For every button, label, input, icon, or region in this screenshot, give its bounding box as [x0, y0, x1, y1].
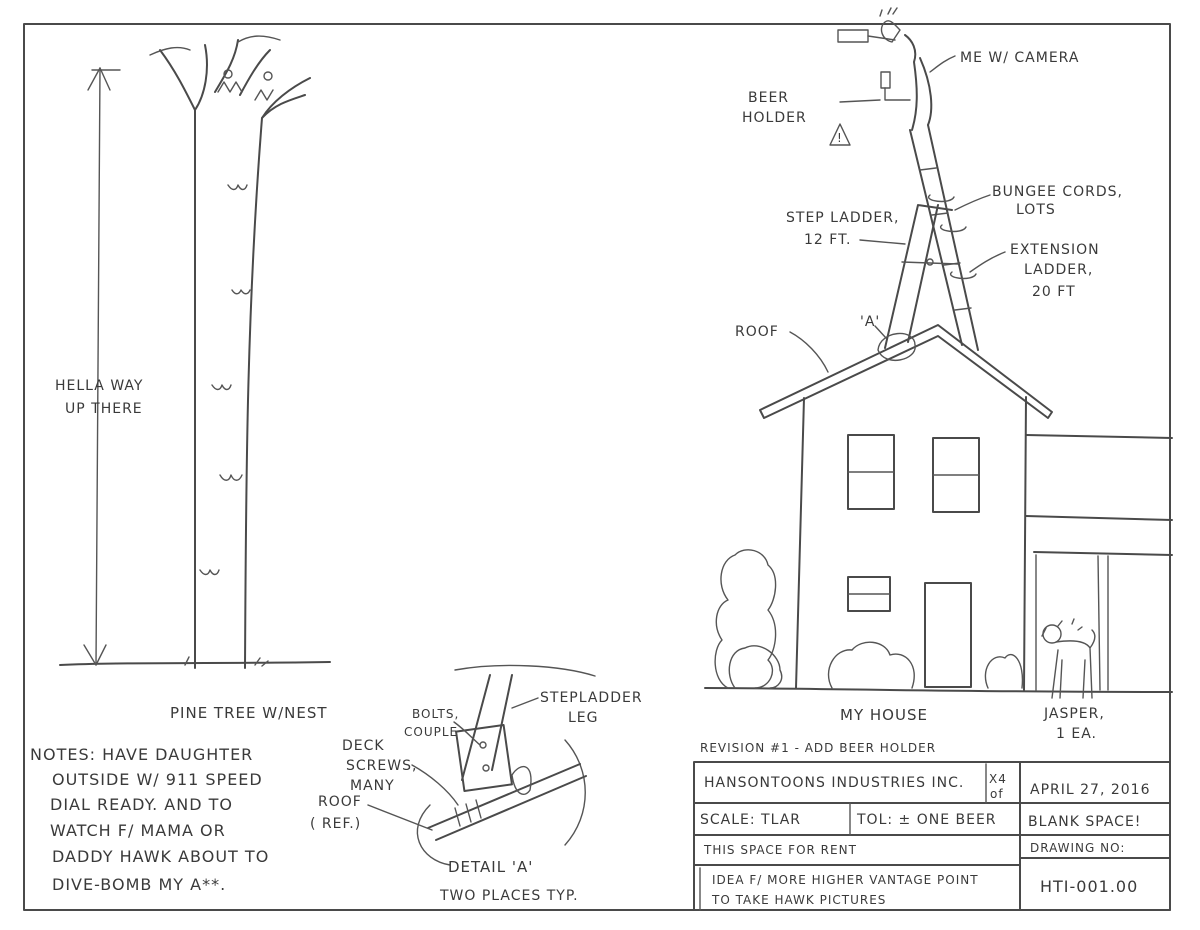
warning-triangle-icon — [829, 123, 851, 146]
detail-subtitle: TWO PLACES TYP. — [439, 888, 579, 904]
detail-a-circle — [877, 332, 916, 361]
detail-arc-right — [564, 739, 586, 846]
blank-space-note: BLANK SPACE! — [1028, 814, 1141, 830]
detail-arc-left — [416, 804, 451, 866]
extension-line3: 20 FT — [1032, 284, 1076, 300]
house-walls — [795, 396, 1027, 691]
house — [704, 324, 1173, 699]
tree-twigs — [149, 35, 281, 56]
house-ground-line — [704, 687, 1173, 693]
detail-steplader-leg — [461, 674, 513, 781]
me-label: ME W/ CAMERA — [960, 50, 1079, 66]
tree-caption: PINE TREE W/NEST — [170, 704, 328, 722]
detail-deck-line2: SCREWS, — [346, 758, 417, 774]
ladder-rig: ! — [829, 7, 979, 361]
pine-tree — [59, 35, 331, 669]
detail-a-drawing — [416, 664, 596, 866]
tree-trunk-left — [159, 49, 197, 669]
beer-can-icon — [880, 71, 891, 89]
drawing-no-label: DRAWING NO: — [1030, 841, 1125, 855]
notes-line4: WATCH F/ MAMA OR — [50, 821, 226, 840]
drawing-date: APRIL 27, 2016 — [1030, 782, 1150, 798]
garage-lines — [1025, 434, 1173, 556]
notes-line6: DIVE-BOMB MY A**. — [52, 875, 226, 894]
detail-roof-line2: ( REF.) — [310, 816, 361, 832]
nest — [217, 69, 274, 101]
camera-icon — [837, 29, 869, 43]
bungee-cords — [927, 194, 977, 280]
front-door — [924, 582, 972, 688]
notes-line2: OUTSIDE W/ 911 SPEED — [52, 770, 263, 789]
tree-trunk-right — [244, 77, 311, 669]
bungee-line1: BUNGEE CORDS, — [992, 184, 1123, 200]
notes: NOTES: HAVE DAUGHTER OUTSIDE W/ 911 SPEE… — [30, 745, 269, 894]
notes-line3: DIAL READY. AND TO — [50, 795, 233, 814]
notes-line5: DADDY HAWK ABOUT TO — [52, 847, 269, 866]
detail-bolts-line1: BOLTS, — [412, 707, 459, 721]
bark-marks — [199, 184, 251, 576]
detail-arc-top — [454, 664, 596, 677]
dog-label-line1: JASPER, — [1043, 706, 1105, 722]
bungee-line2: LOTS — [1016, 202, 1056, 218]
beer-holder-line1: BEER — [748, 90, 789, 106]
step-ladder-line2: 12 FT. — [804, 232, 851, 248]
warning-mark: ! — [837, 131, 843, 145]
sheet-mark-top: X4 — [989, 772, 1007, 786]
dog-jasper — [1041, 618, 1096, 699]
detail-leg-line1: STEPLADDER — [540, 690, 643, 706]
extension-line1: EXTENSION — [1010, 242, 1100, 258]
detail-deck-line3: MANY — [350, 778, 395, 794]
shrub-left — [714, 549, 777, 689]
detail-leg-line2: LEG — [568, 710, 599, 726]
scale-value: SCALE: TLAR — [700, 812, 801, 828]
sheet-border — [23, 23, 1171, 911]
detail-deck-line1: DECK — [342, 738, 385, 754]
detail-roof — [427, 763, 587, 841]
garage-door — [1035, 554, 1109, 691]
roof-outline — [759, 324, 1053, 419]
detail-bracket — [455, 723, 513, 793]
sheet-mark-bottom: of — [990, 787, 1004, 801]
rent-note: THIS SPACE FOR RENT — [703, 843, 857, 857]
extension-ladder — [909, 124, 979, 351]
drawing-number: HTI-001.00 — [1040, 877, 1138, 896]
height-dimension — [83, 67, 121, 666]
title-block — [693, 761, 1171, 911]
person-with-camera — [837, 7, 933, 131]
detail-roof-line1: ROOF — [318, 794, 362, 810]
beer-holder-line2: HOLDER — [742, 110, 807, 126]
company-name: HANSONTOONS INDUSTRIES INC. — [704, 775, 964, 791]
revision-note: REVISION #1 - ADD BEER HOLDER — [700, 741, 936, 755]
ground-line — [59, 661, 331, 666]
dog-label-line2: 1 EA. — [1056, 726, 1097, 742]
house-caption: MY HOUSE — [840, 706, 928, 724]
step-ladder-line1: STEP LADDER, — [786, 210, 899, 226]
notes-line1: NOTES: HAVE DAUGHTER — [30, 745, 253, 764]
detail-bolts-line2: COUPLE — [404, 725, 458, 739]
step-ladder — [884, 204, 953, 349]
detail-title: DETAIL 'A' — [448, 858, 533, 876]
tree-branches — [194, 39, 306, 119]
extension-line2: LADDER, — [1024, 262, 1093, 278]
tolerance-value: TOL: ± ONE BEER — [856, 812, 997, 828]
roof-label: ROOF — [735, 324, 779, 340]
shrub-middle — [827, 641, 915, 689]
height-note-line2: UP THERE — [65, 401, 143, 417]
description-line1: IDEA F/ MORE HIGHER VANTAGE POINT — [712, 873, 979, 887]
detail-deck-screws — [454, 799, 482, 827]
height-note-line1: HELLA WAY — [55, 378, 143, 394]
shrub-right — [984, 653, 1024, 689]
description-line2: TO TAKE HAWK PICTURES — [711, 893, 886, 907]
